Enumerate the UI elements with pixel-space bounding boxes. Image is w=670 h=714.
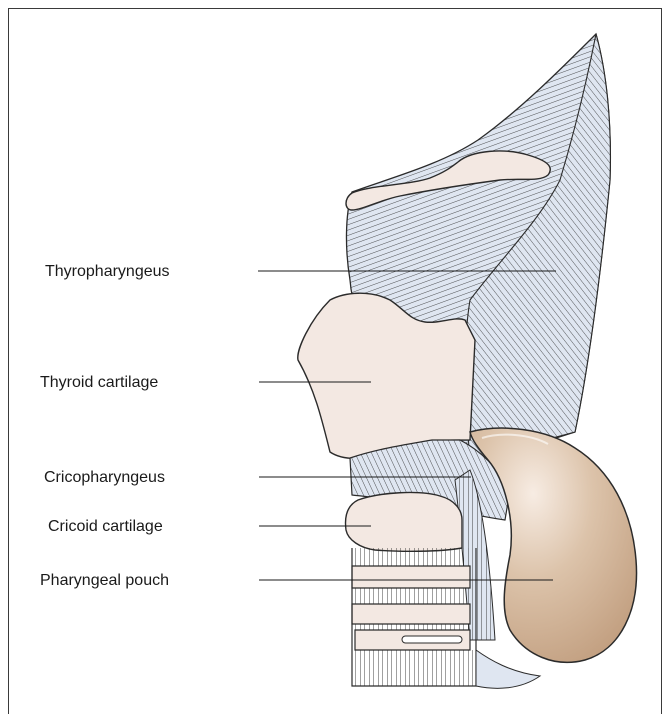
pharyngeal-pouch — [470, 428, 637, 662]
label-cricoid-cartilage: Cricoid cartilage — [48, 518, 163, 535]
label-pharyngeal-pouch: Pharyngeal pouch — [40, 572, 169, 589]
label-thyropharyngeus: Thyropharyngeus — [45, 263, 170, 280]
cricoid-cartilage — [346, 493, 463, 552]
label-thyroid-cartilage: Thyroid cartilage — [40, 374, 158, 391]
label-cricopharyngeus: Cricopharyngeus — [44, 469, 165, 486]
